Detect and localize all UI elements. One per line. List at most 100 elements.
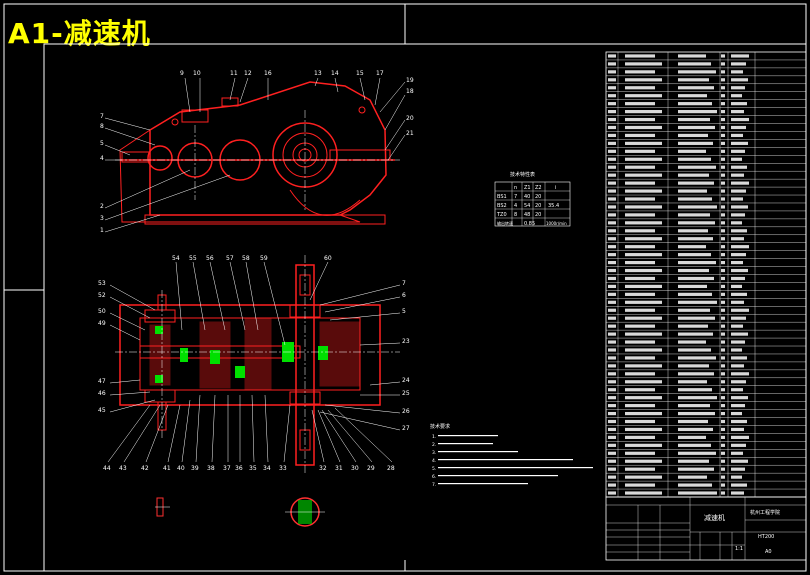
bom-cell-text [678,300,717,304]
top-label: 24 [402,377,410,384]
bom-cell-text [731,133,743,138]
bom-cell-text [625,276,655,281]
bom-cell-text [678,157,711,161]
bom-cell-text [721,332,725,336]
bom-cell-text [625,268,662,273]
bom-cell-text [625,483,655,487]
bom-cell-text [678,411,715,416]
bom-cell-text [625,237,662,241]
bom-cell-text [608,102,616,106]
bom-cell-text [731,165,747,169]
front-label: 11 [230,70,238,77]
front-label: 3 [100,215,104,222]
bom-cell-text [608,133,616,138]
bom-cell-text [731,260,743,265]
bom-cell-text [625,245,655,249]
top-leaders [109,261,401,431]
bom-cell-text [678,110,717,114]
tech-cell: i [555,185,556,191]
bom-cell-text [731,94,742,98]
bom-cell-text [678,404,710,408]
bom-cell-text [608,324,616,328]
bom-cell-text [678,260,716,265]
bom-cell-text [731,308,749,312]
bom-cell-text [608,276,616,281]
bom-cell-text [625,324,655,328]
front-bolt-1 [171,118,179,126]
bom-cell-text [731,427,744,432]
bom-cell-text [721,117,725,122]
tech-table-cells: n Z1 Z2 i BS1 7 40 20 BS2 4 54 20 35.4 T… [496,185,567,227]
front-lower-arc [289,189,361,216]
tech-cell: 35.4 [548,203,559,209]
detail-views [155,497,325,527]
bom-cell-text [608,189,616,193]
tech-cell: TZ0 [496,212,507,218]
bom-cell-text [731,411,742,416]
bom-cell-text [731,54,749,58]
bom-cell-text [721,364,725,368]
bom-cell-text [608,491,616,495]
bom-cell-text [678,245,706,249]
bom-cell-text [721,459,725,463]
top-bottom-labels: 44 43 42 41 40 39 38 37 36 35 34 33 32 3… [103,465,395,472]
bom-cell-text [608,141,616,145]
front-breather [181,109,209,123]
bom-cell-text [731,451,743,455]
bom-cell-text [608,292,616,296]
bom-cell-text [625,435,655,439]
bom-cell-text [608,411,616,416]
bom-cell-text [731,213,745,217]
front-label: 7 [100,113,104,120]
front-label: 17 [376,70,384,77]
bom-cell-text [721,133,725,138]
top-green-gear-2 [210,350,220,364]
bom-cell-text [625,221,662,225]
bom-cell-text [721,213,725,217]
bom-cell-text [678,491,717,495]
bom-cell-text [731,141,748,145]
bom-cell-text [731,268,748,273]
bom-cell-text [625,125,662,130]
bom-cell-text [625,364,662,368]
bom-cell-text [608,237,616,241]
tech-cell: 40 [524,194,530,200]
bom-cell-text [608,229,616,233]
bom-cell-text [721,94,725,98]
bom-cell-text [721,404,725,408]
bom-cell-text [731,181,749,185]
bom-cell-text [608,427,616,432]
bom-cell-text [608,388,616,392]
tech-req-item: 7. [432,482,436,488]
front-housing-outline [149,81,387,216]
bom-cell-text [678,205,717,209]
bom-cell-text [721,396,725,400]
bom-cell-text [678,292,712,296]
top-label: 53 [98,280,106,287]
bom-cell-text [608,467,616,471]
tech-cell: Z2 [535,185,542,191]
bom-cell-text [721,54,725,58]
top-label: 49 [98,320,106,327]
front-label: 21 [406,130,414,137]
bom-cell-text [721,475,725,479]
bom-cell-text [678,125,715,130]
bom-cell-text [721,165,725,169]
tech-cell: 8 [514,212,517,218]
bom-cell-text [608,62,616,66]
bom-cell-text [608,205,616,209]
bom-cell-text [608,117,616,122]
tech-requirements: 技术要求 1. 2. 3. 4. 5. 6. 7. [430,423,593,488]
bom-cell-text [625,308,655,312]
title-block-frame [605,496,807,561]
tech-cell: 20 [535,194,541,200]
top-label: 57 [226,255,234,262]
bom-cell-text [731,205,748,209]
top-bottom-label: 39 [191,465,199,472]
bom-cell-text [678,356,716,360]
bom-cell-text [608,245,616,249]
bom-cell-text [721,205,725,209]
tech-req-line [438,443,493,445]
bom-cell-text [678,237,713,241]
bom-cell-text [678,316,715,320]
